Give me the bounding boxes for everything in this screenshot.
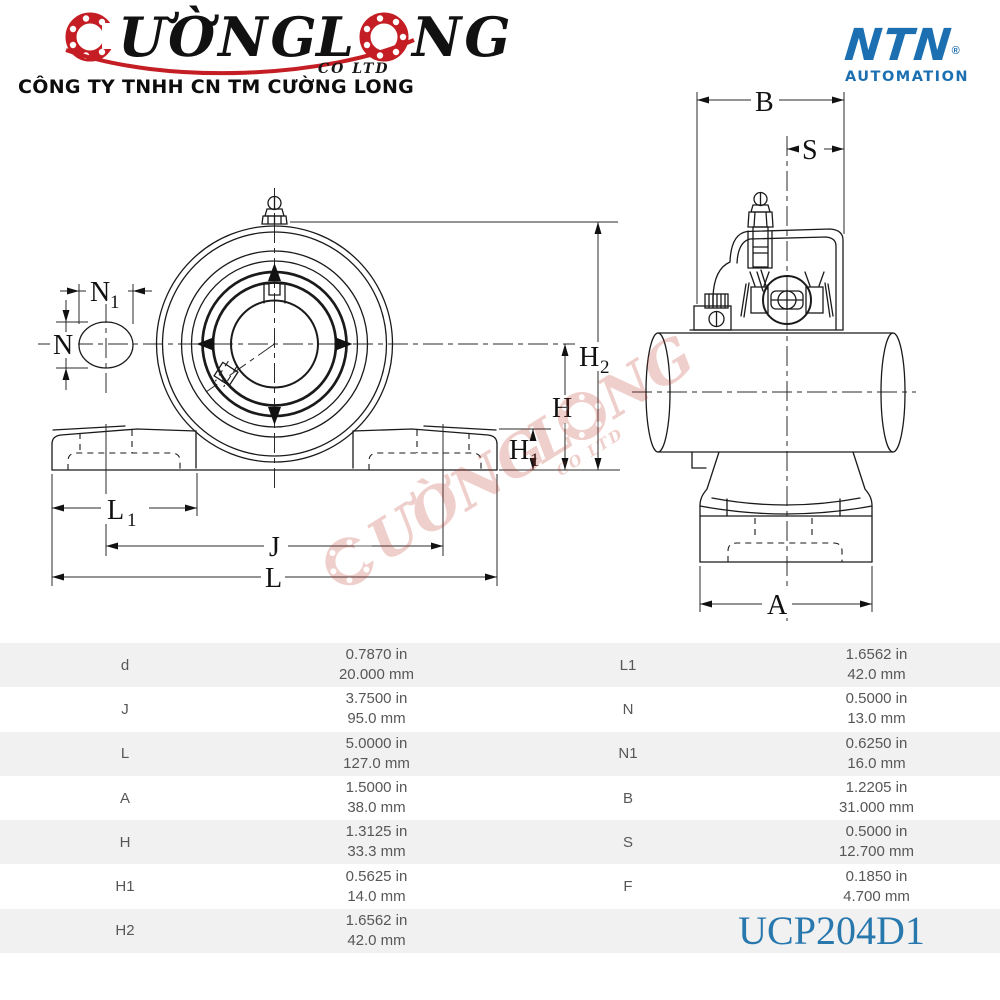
dim-values: 1.6562 in 42.0 mm: [345, 911, 408, 949]
front-view-dimensions: N 1 N L 1 J L H 2 H H 1: [50, 221, 625, 594]
table-row: H2 1.6562 in 42.0 mm UCP204D1: [0, 907, 1000, 954]
ntn-logo: NTN® AUTOMATION: [842, 20, 995, 85]
table-row: L 5.0000 in 127.0 mm N1 0.6250 in 16.0 m…: [0, 731, 1000, 776]
dim-name: F: [623, 878, 633, 896]
dimension-table: d 0.7870 in 20.000 mm L1 1.6562 in 42.0 …: [0, 643, 1000, 954]
dim-label-N1: N: [90, 277, 110, 308]
table-row: H1 0.5625 in 14.0 mm F 0.1850 in 4.700 m…: [0, 864, 1000, 908]
dim-values: 1.2205 in 31.000 mm: [838, 779, 915, 817]
dim-name: L: [120, 745, 130, 763]
brand-text-uong: ƯỜNG: [118, 5, 320, 69]
dim-name: H2: [115, 922, 135, 940]
dim-name: L1: [619, 656, 637, 674]
dim-name: J: [121, 700, 129, 718]
dim-values: 1.6562 in 42.0 mm: [845, 646, 908, 684]
dim-name: d: [120, 656, 130, 674]
dim-label-N: N: [53, 330, 73, 361]
technical-drawing: N 1 N L 1 J L H 2 H H 1: [38, 86, 916, 624]
dim-name: B: [622, 789, 633, 807]
dim-values: 0.6250 in 16.0 mm: [845, 734, 908, 772]
dim-label-B: B: [755, 87, 774, 118]
dim-values: 0.5000 in 12.700 mm: [838, 823, 915, 861]
brand-text-l: L: [314, 5, 357, 69]
table-row: d 0.7870 in 20.000 mm L1 1.6562 in 42.0 …: [0, 643, 1000, 688]
dim-values: 1.5000 in 38.0 mm: [345, 779, 408, 817]
ntn-automation-label: AUTOMATION: [845, 69, 970, 85]
dim-values: 3.7500 in 95.0 mm: [345, 690, 408, 728]
dim-name: N1: [618, 745, 638, 763]
dim-values: 5.0000 in 127.0 mm: [343, 734, 410, 772]
dim-label-H: H: [552, 393, 572, 424]
set-screw-detail: [213, 360, 239, 388]
dim-values: 0.7870 in 20.000 mm: [338, 646, 415, 684]
dim-label-H2-sub: 2: [600, 357, 610, 378]
part-number: UCP204D1: [738, 907, 925, 953]
dim-label-A: A: [767, 590, 788, 621]
dim-label-S: S: [802, 135, 818, 166]
dim-name: A: [119, 789, 130, 807]
dim-label-H2: H: [579, 342, 599, 373]
table-row: J 3.7500 in 95.0 mm N 0.5000 in 13.0 mm: [0, 687, 1000, 731]
dim-values: 0.5000 in 13.0 mm: [845, 690, 908, 728]
registered-mark-icon: ®: [951, 45, 960, 57]
side-view-drawing: [632, 136, 916, 624]
front-view-drawing: [38, 188, 582, 556]
table-row: H 1.3125 in 33.3 mm S 0.5000 in 12.700 m…: [0, 820, 1000, 865]
company-name-line: CÔNG TY TNHH CN TM CƯỜNG LONG: [18, 76, 415, 98]
dim-name: H: [119, 833, 131, 851]
watermark: ƯỜNG L NG CO LTD: [325, 323, 706, 586]
dim-values: 0.5625 in 14.0 mm: [345, 867, 408, 905]
dim-values: 0.1850 in 4.700 mm: [843, 867, 910, 905]
grease-fitting-side: [747, 191, 774, 268]
dim-label-H1: H: [509, 435, 529, 466]
watermark-bearing-o-icon: [557, 392, 606, 441]
table-row: A 1.5000 in 38.0 mm B 1.2205 in 31.000 m…: [0, 776, 1000, 820]
dim-label-L1-sub: 1: [127, 510, 137, 531]
brand-text-ng: NG: [410, 5, 513, 69]
watermark-bearing-c-icon: [325, 536, 379, 586]
dim-name: H1: [115, 878, 135, 896]
brand-co-ltd: CO LTD: [318, 61, 389, 77]
dim-label-L: L: [265, 563, 282, 594]
dim-name: N: [622, 700, 634, 718]
grease-fitting-front: [261, 195, 288, 225]
bearing-o-icon: [359, 12, 409, 62]
dim-label-N1-sub: 1: [110, 292, 120, 313]
ntn-wordmark: NTN: [842, 20, 955, 71]
cuong-long-logo: ƯỜNG L NG CO LTD: [65, 5, 513, 77]
dim-values: 1.3125 in 33.3 mm: [345, 823, 408, 861]
dim-name: S: [622, 833, 633, 851]
side-view-dimensions: B S A: [696, 86, 873, 621]
dim-label-J: J: [269, 532, 280, 563]
dim-label-L1: L: [107, 495, 124, 526]
